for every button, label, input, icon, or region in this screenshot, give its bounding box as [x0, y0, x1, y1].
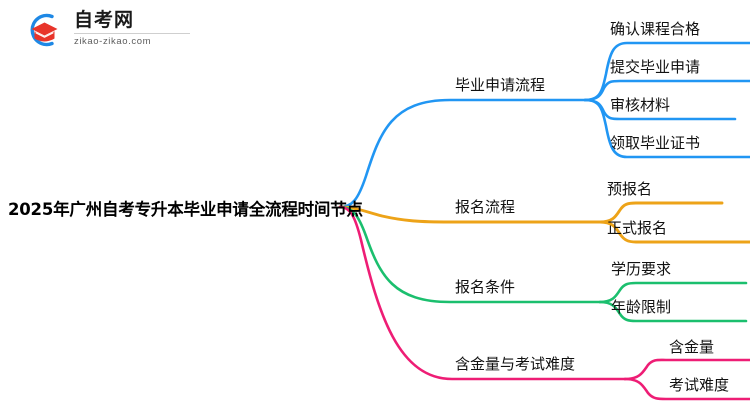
branch-line-1	[338, 98, 587, 209]
mindmap-branch-4-label[interactable]: 含金量与考试难度	[455, 355, 576, 373]
mindmap-branch-1-child-4-label[interactable]: 领取毕业证书	[610, 134, 701, 152]
logo-name-cn: 自考网	[74, 9, 135, 31]
mindmap-branch-3-child-2-label[interactable]: 年龄限制	[611, 298, 672, 316]
mindmap-branch-2-label[interactable]: 报名流程	[455, 198, 516, 216]
graduation-cap-in-circle-icon	[22, 10, 66, 50]
mindmap-branch-1-child-1-label[interactable]: 确认课程合格	[610, 20, 701, 38]
mindmap-branch-4-child-1-label[interactable]: 含金量	[669, 338, 715, 356]
mindmap-branch-1-label[interactable]: 毕业申请流程	[455, 76, 546, 94]
logo-wordmark: 自考网 zikao-zikao.com	[74, 10, 190, 47]
logo-divider	[74, 33, 190, 34]
mindmap-branch-3-child-1-label[interactable]: 学历要求	[611, 260, 672, 278]
site-logo: 自考网 zikao-zikao.com	[22, 8, 202, 54]
mindmap-branch-1-child-3-label[interactable]: 审核材料	[610, 96, 671, 114]
mindmap-branch-1-child-2-label[interactable]: 提交毕业申请	[610, 58, 701, 76]
logo-domain: zikao-zikao.com	[74, 36, 152, 47]
mindmap-branch-4-child-2-label[interactable]: 考试难度	[669, 376, 730, 394]
mindmap-branch-3-label[interactable]: 报名条件	[455, 278, 516, 296]
mindmap-branch-2-child-2-label[interactable]: 正式报名	[607, 219, 668, 237]
mindmap-root-node[interactable]: 2025年广州自考专升本毕业申请全流程时间节点	[8, 200, 363, 219]
mindmap-branch-2-child-1-label[interactable]: 预报名	[607, 180, 653, 198]
